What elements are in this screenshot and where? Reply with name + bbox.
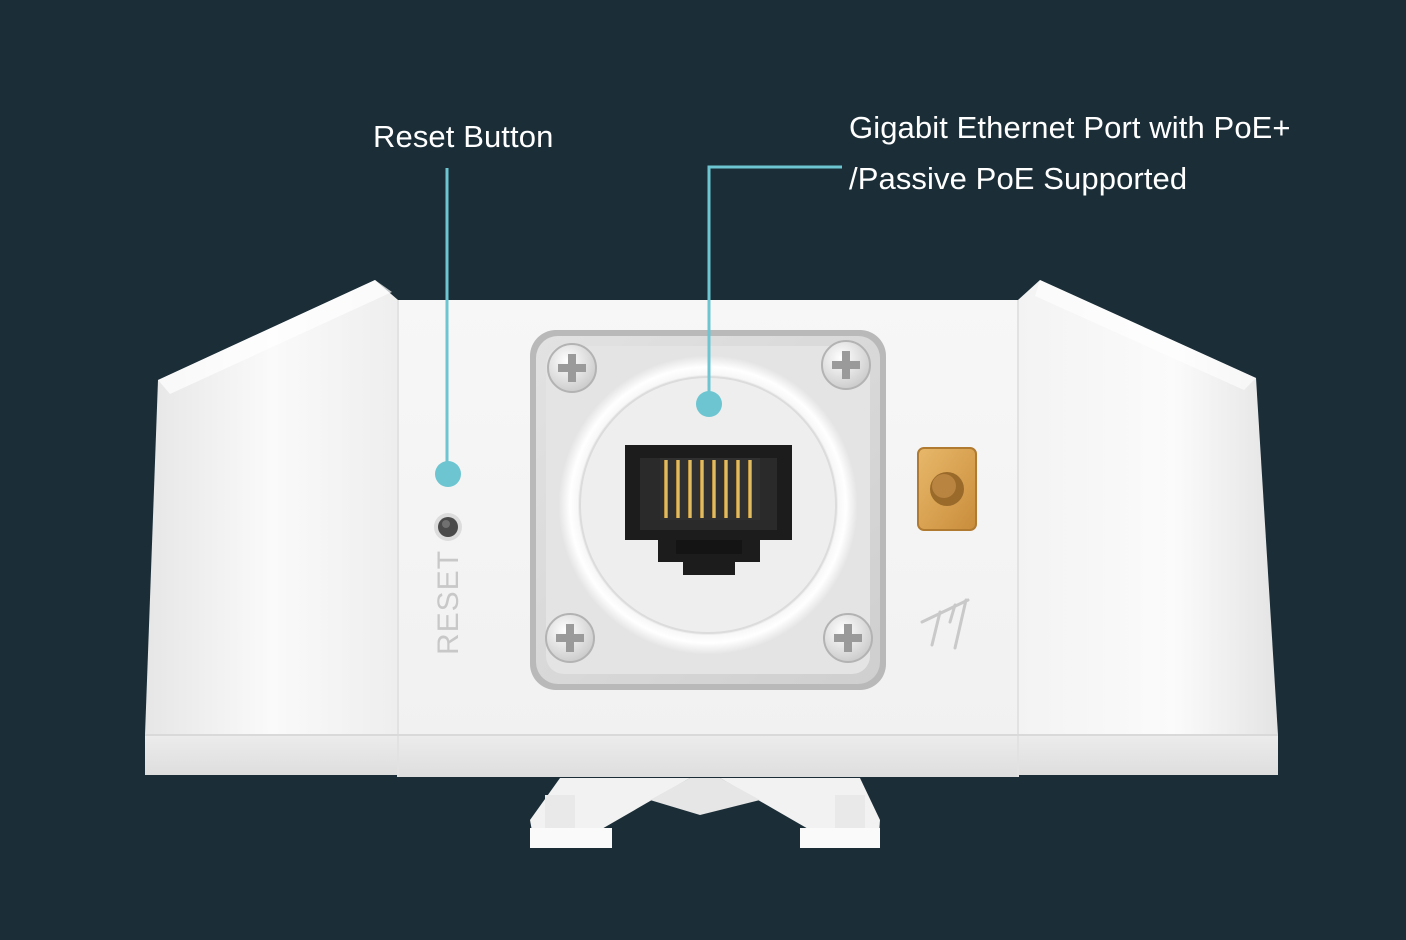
port-pins <box>664 460 752 518</box>
mounting-bracket <box>530 778 880 848</box>
screw-icon <box>821 340 871 390</box>
right-wing <box>1018 280 1278 775</box>
ethernet-callout-pointer <box>696 165 842 417</box>
ethernet-port-label-line2: /Passive PoE Supported <box>849 161 1188 196</box>
reset-hole[interactable] <box>434 513 462 541</box>
screw-icon <box>823 613 873 663</box>
left-wing <box>145 280 400 775</box>
grounding-terminal <box>917 447 977 531</box>
reset-marking: RESET <box>432 550 465 655</box>
screw-icon <box>545 613 595 663</box>
reset-button-label: Reset Button <box>373 119 554 154</box>
ethernet-port-label-line1: Gigabit Ethernet Port with PoE+ <box>849 110 1291 145</box>
ethernet-port[interactable] <box>625 445 792 575</box>
screw-icon <box>547 343 597 393</box>
reset-callout-pointer <box>435 168 461 487</box>
ground-symbol-icon <box>920 598 970 650</box>
